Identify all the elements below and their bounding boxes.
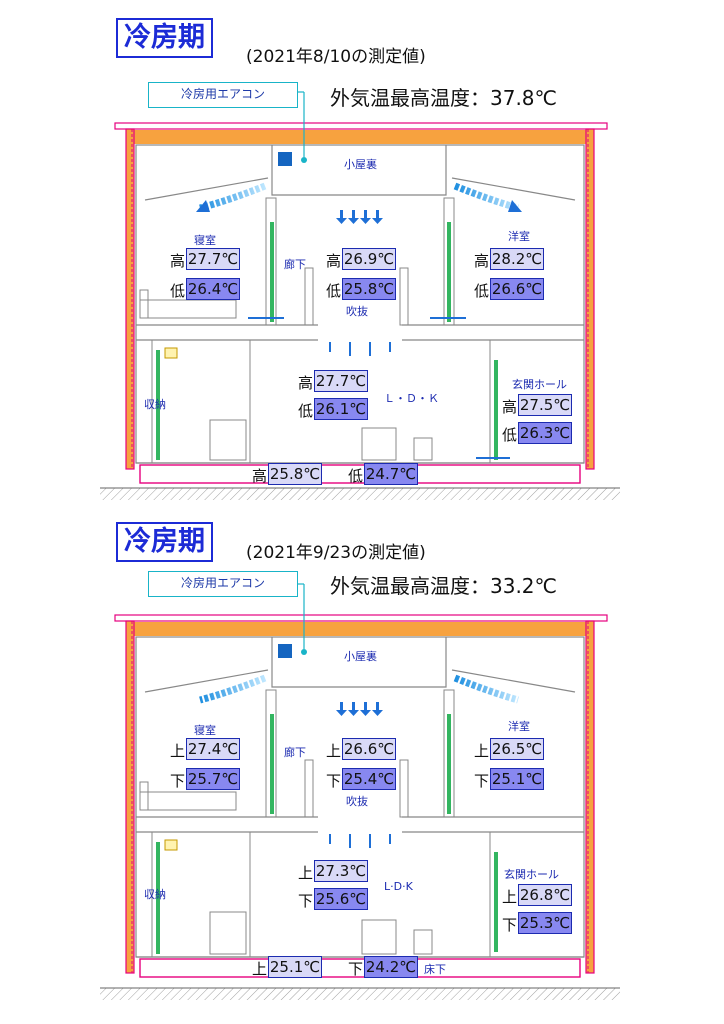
corridor-high-temp: 26.6℃ [342, 738, 396, 760]
roof-frame [114, 614, 608, 622]
cooling-panel-1: 冷房期 (2021年8/10の測定値) 冷房用エアコン 外気温最高温度：37.8… [0, 0, 724, 500]
bedroom-high-label: 上 [170, 742, 186, 760]
room-underfloor: 床下 [424, 963, 446, 976]
floor-low-label: 下 [348, 960, 364, 978]
corridor-low-temp: 25.8℃ [342, 278, 396, 300]
entrance-high-temp: 26.8℃ [518, 884, 572, 906]
floor-low-temp: 24.2℃ [364, 956, 418, 978]
corridor-low-label: 下 [326, 772, 342, 790]
bedroom-low-label: 下 [170, 772, 186, 790]
ldk-high-label: 上 [298, 864, 314, 882]
underfloor-space [139, 958, 581, 978]
outdoor-max-temp: 外気温最高温度：33.2℃ [330, 574, 557, 598]
floor-low-temp: 24.7℃ [364, 463, 418, 485]
western-low-temp: 25.1℃ [490, 768, 544, 790]
room-corridor: 廊下 [284, 746, 306, 759]
ldk-high-label: 高 [298, 374, 314, 392]
room-ldk: L·D·K [384, 880, 413, 893]
room-attic: 小屋裏 [344, 158, 377, 171]
roof-insulation [130, 622, 590, 636]
entrance-low-temp: 26.3℃ [518, 422, 572, 444]
right-wall [585, 128, 595, 470]
roof-frame [114, 122, 608, 130]
ldk-low-label: 下 [298, 892, 314, 910]
roof-insulation [130, 130, 590, 144]
ldk-low-temp: 25.6℃ [314, 888, 368, 910]
room-storage: 収納 [144, 888, 166, 901]
cooling-panel-2: 冷房期 (2021年9/23の測定値) 冷房用エアコン 外気温最高温度：33.2… [0, 500, 724, 1000]
ac-label: 冷房用エアコン [148, 571, 298, 597]
corridor-low-temp: 25.4℃ [342, 768, 396, 790]
western-low-label: 下 [474, 772, 490, 790]
bedroom-high-temp: 27.4℃ [186, 738, 240, 760]
entrance-low-label: 低 [502, 426, 518, 444]
room-void: 吹抜 [346, 795, 368, 808]
western-high-temp: 26.5℃ [490, 738, 544, 760]
western-low-temp: 26.6℃ [490, 278, 544, 300]
ldk-high-temp: 27.3℃ [314, 860, 368, 882]
ldk-low-label: 低 [298, 402, 314, 420]
entrance-high-temp: 27.5℃ [518, 394, 572, 416]
floor-high-temp: 25.1℃ [268, 956, 322, 978]
room-storage: 収納 [144, 398, 166, 411]
corridor-high-label: 高 [326, 252, 342, 270]
room-bedroom: 寝室 [194, 234, 216, 247]
ground-hatch [100, 488, 620, 500]
bedroom-low-label: 低 [170, 282, 186, 300]
period-title: 冷房期 [116, 522, 213, 562]
western-high-temp: 28.2℃ [490, 248, 544, 270]
house-section-drawing [100, 583, 620, 1000]
room-attic: 小屋裏 [344, 650, 377, 663]
floor-high-label: 高 [252, 467, 268, 485]
left-wall [125, 128, 135, 470]
room-entrance: 玄関ホール [512, 378, 567, 391]
room-void: 吹抜 [346, 305, 368, 318]
ac-unit-icon [278, 644, 292, 658]
entrance-low-label: 下 [502, 916, 518, 934]
room-western: 洋室 [508, 230, 530, 243]
corridor-high-temp: 26.9℃ [342, 248, 396, 270]
floor-high-label: 上 [252, 960, 268, 978]
measurement-date: (2021年8/10の測定値) [246, 47, 426, 67]
house-section-drawing [100, 91, 620, 500]
corridor-high-label: 上 [326, 742, 342, 760]
room-bedroom: 寝室 [194, 724, 216, 737]
entrance-high-label: 上 [502, 888, 518, 906]
measurement-date: (2021年9/23の測定値) [246, 543, 426, 563]
bedroom-low-temp: 25.7℃ [186, 768, 240, 790]
western-high-label: 高 [474, 252, 490, 270]
bedroom-high-temp: 27.7℃ [186, 248, 240, 270]
corridor-low-label: 低 [326, 282, 342, 300]
left-wall [125, 620, 135, 974]
ldk-high-temp: 27.7℃ [314, 370, 368, 392]
western-high-label: 上 [474, 742, 490, 760]
entrance-high-label: 高 [502, 398, 518, 416]
right-wall [585, 620, 595, 974]
room-western: 洋室 [508, 720, 530, 733]
ac-label: 冷房用エアコン [148, 82, 298, 108]
room-corridor: 廊下 [284, 258, 306, 271]
floor-low-label: 低 [348, 467, 364, 485]
period-title: 冷房期 [116, 18, 213, 58]
ground-hatch [100, 988, 620, 1000]
outdoor-max-temp: 外気温最高温度：37.8℃ [330, 86, 557, 110]
ac-unit-icon [278, 152, 292, 166]
underfloor-space [139, 464, 581, 484]
western-low-label: 低 [474, 282, 490, 300]
ldk-low-temp: 26.1℃ [314, 398, 368, 420]
room-ldk: Ｌ・Ｄ・Ｋ [384, 392, 439, 405]
entrance-low-temp: 25.3℃ [518, 912, 572, 934]
floor-high-temp: 25.8℃ [268, 463, 322, 485]
room-entrance: 玄関ホール [504, 868, 559, 881]
bedroom-high-label: 高 [170, 252, 186, 270]
bedroom-low-temp: 26.4℃ [186, 278, 240, 300]
